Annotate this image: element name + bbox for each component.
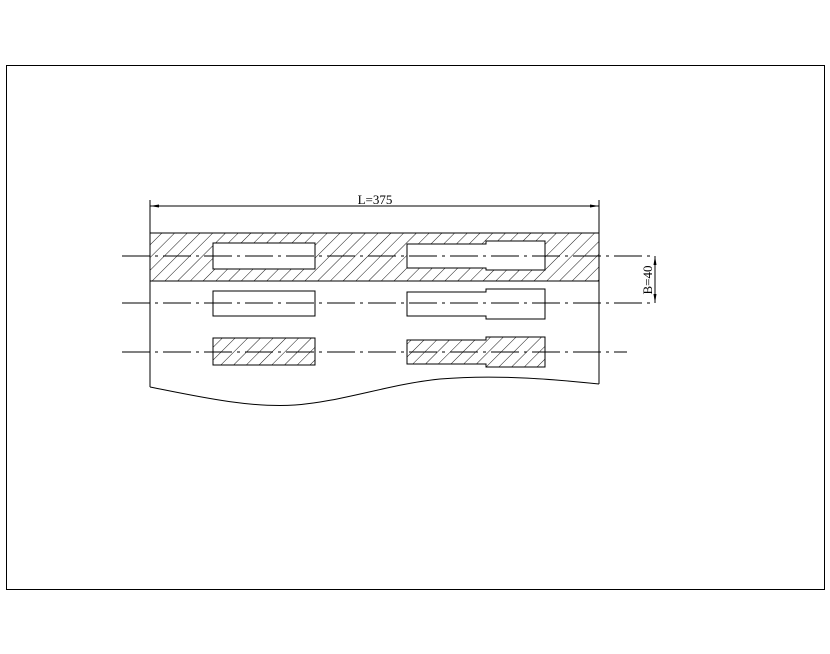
pierced-hole-right	[406, 288, 546, 320]
length-arrow-right	[590, 204, 599, 208]
length-arrow-left	[150, 204, 159, 208]
strip-row-2	[212, 288, 546, 320]
break-line	[149, 376, 600, 406]
center-lines	[122, 255, 655, 353]
width-arrow-top	[653, 256, 657, 265]
width-dimension-label: B=40	[640, 265, 655, 294]
length-dimension-label: L=375	[358, 192, 393, 207]
drawing-frame	[6, 65, 825, 590]
length-dimension	[149, 200, 600, 233]
width-arrow-bottom	[653, 294, 657, 303]
strip-row-1	[149, 232, 600, 282]
width-dimension	[653, 256, 657, 303]
